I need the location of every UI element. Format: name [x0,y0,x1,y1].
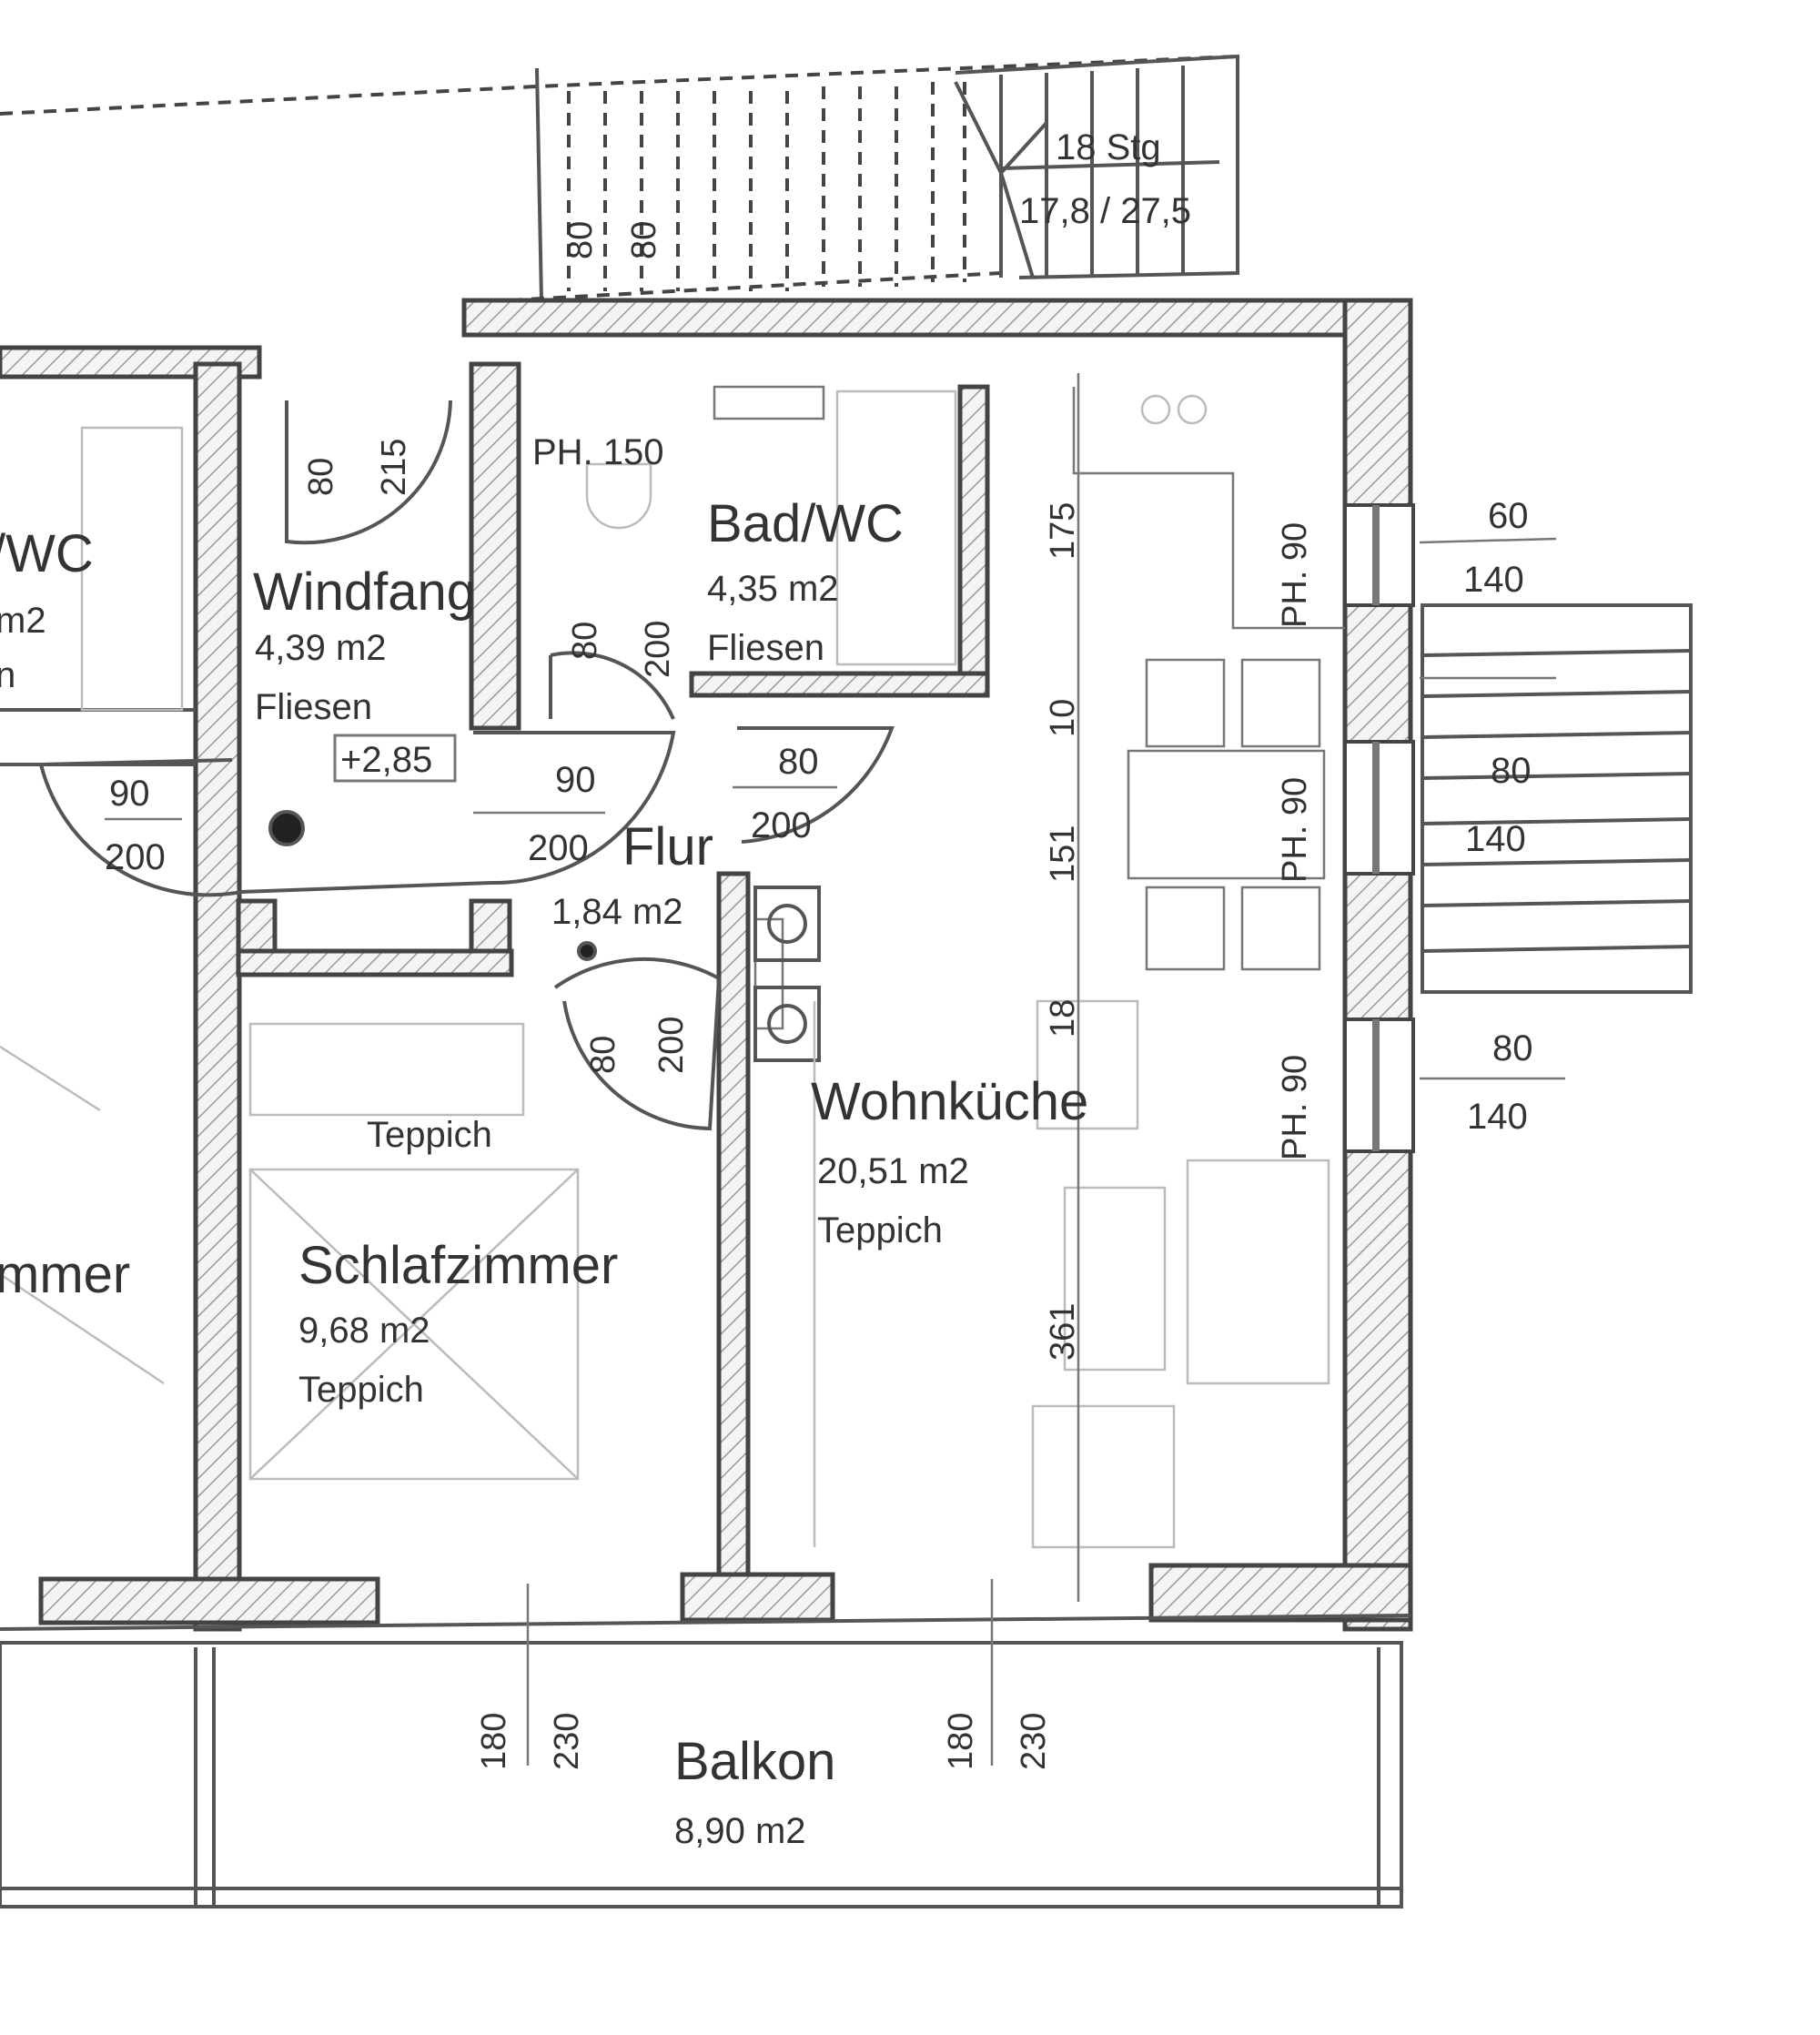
windfang-door-w: 80 [302,458,340,496]
level-label: +2,85 [340,740,432,780]
window-3-w: 80 [1492,1028,1533,1068]
window-1-ph: PH. 90 [1276,522,1314,628]
flur-door-w: 80 [584,1036,622,1074]
stairs-ratio: 17,8 / 27,5 [1019,191,1191,231]
room-wc-name: /WC [0,524,94,583]
kitchen-dim-10: 10 [1044,699,1082,737]
window-3-ph: PH. 90 [1276,1055,1314,1160]
stairs-dim-b: 80 [625,221,663,259]
room-schlafzimmer-area: 9,68 m2 [298,1311,430,1351]
room-balkon-name: Balkon [674,1732,835,1791]
room-flur-area: 1,84 m2 [551,892,683,932]
room-bad-area: 4,35 m2 [707,569,839,609]
room-schlafzimmer-name: Schlafzimmer [298,1236,618,1295]
room-zimmer-name: mmer [0,1245,130,1304]
door-dimensions: 90 200 90 200 80 200 [105,742,837,877]
door-2-height: 200 [528,828,589,868]
door-3-width: 80 [778,742,819,782]
kitchen-dim-175: 175 [1044,502,1082,560]
room-balkon-area: 8,90 m2 [674,1811,806,1851]
stairs-dim-a: 80 [561,221,600,259]
terrace [1421,603,1693,994]
room-bad-floor: Fliesen [707,628,824,668]
bad-door-w: 80 [566,622,604,660]
balkon-left-180: 180 [475,1713,513,1770]
room-wohnkueche-name: Wohnküche [811,1072,1088,1131]
door-3-height: 200 [751,805,812,845]
furniture [0,373,1345,1602]
room-wohnkueche-area: 20,51 m2 [817,1151,969,1191]
room-windfang-area: 4,39 m2 [255,628,387,668]
stairs-steps: 18 Stg [1056,127,1161,167]
door-1-width: 90 [109,774,150,814]
window-1-w: 60 [1488,496,1529,536]
kitchen-dim-361: 361 [1044,1303,1082,1361]
windfang-door-h: 215 [375,439,413,496]
window-labels: PH. 90 PH. 90 PH. 90 60 140 80 140 80 14… [1276,496,1565,1160]
door-1-height: 200 [105,837,166,877]
room-wc-floor: n [0,655,15,695]
room-labels: /WC m2 n Windfang 4,39 m2 Fliesen Bad/WC… [0,432,1088,1851]
window-1-h: 140 [1463,560,1524,600]
room-flur-name: Flur [622,817,713,876]
window-2-h: 140 [1465,819,1526,859]
balcony [0,1579,1403,1908]
kitchen-dim-18: 18 [1044,999,1082,1038]
room-schlafzimmer-floor: Teppich [298,1370,424,1410]
door-2-width: 90 [555,760,596,800]
window-2-w: 80 [1491,751,1532,791]
staircase: 18 Stg 17,8 / 27,5 80 80 [0,54,1239,302]
balkon-right-230: 230 [1015,1713,1053,1770]
kitchen-dim-151: 151 [1044,825,1082,883]
ph-bad-label: PH. 150 [532,432,664,472]
teppich-label: Teppich [367,1115,492,1155]
bad-door-h: 200 [639,621,677,678]
windows [1343,503,1415,1153]
room-wc-area: m2 [0,601,46,641]
vertical-dimensions: 80 215 80 200 80 200 175 10 151 18 361 1… [302,439,1082,1770]
balkon-right-180: 180 [942,1713,980,1770]
flur-door-h: 200 [652,1017,691,1074]
doors [39,400,895,1131]
walls [0,298,1413,1632]
room-windfang-name: Windfang [253,562,476,622]
window-3-h: 140 [1467,1097,1528,1137]
balkon-left-230: 230 [548,1713,586,1770]
room-wohnkueche-floor: Teppich [817,1210,943,1250]
room-windfang-floor: Fliesen [255,687,372,727]
room-bad-name: Bad/WC [707,494,904,553]
window-2-ph: PH. 90 [1276,777,1314,883]
